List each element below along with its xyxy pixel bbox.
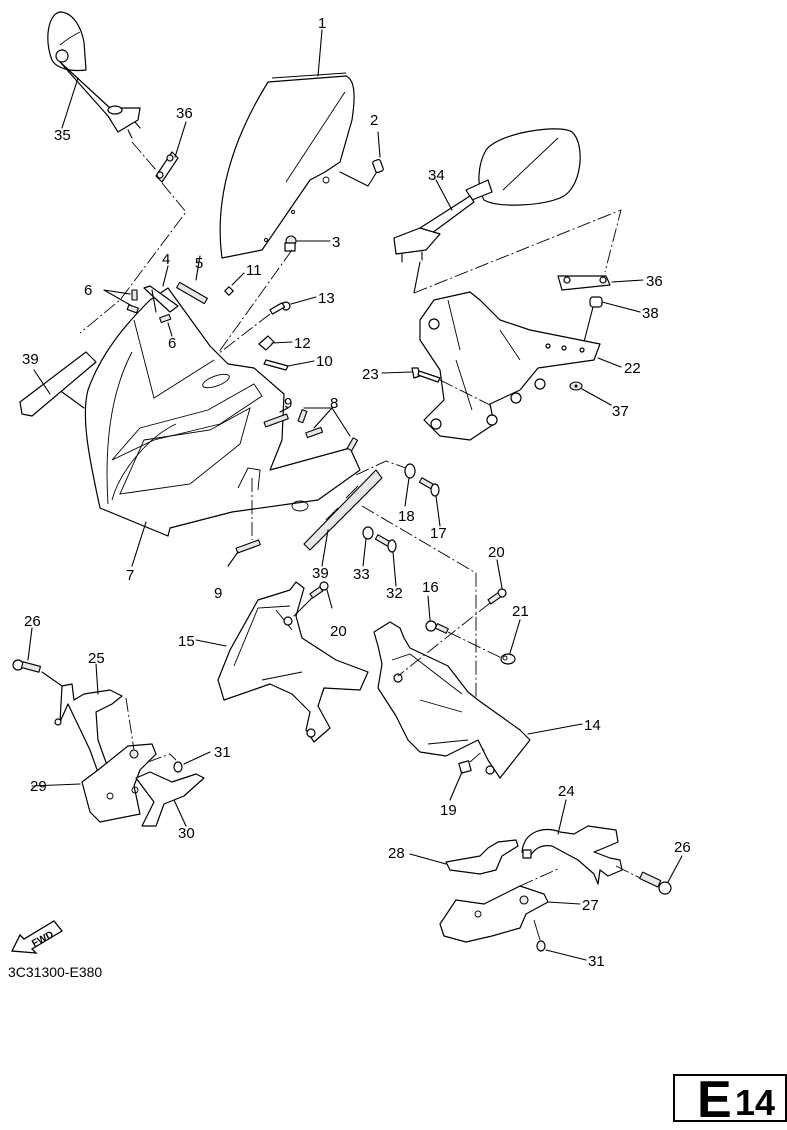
page-label-letter: E [697, 1071, 732, 1129]
callout-36b: 36 [646, 273, 663, 290]
callout-20b: 20 [488, 544, 505, 561]
part-damper-5[interactable] [176, 281, 208, 305]
callout-28: 28 [388, 845, 405, 862]
callout-24: 24 [558, 783, 575, 800]
part-bolt-26a[interactable] [12, 659, 42, 673]
part-washer-33[interactable] [362, 526, 374, 540]
part-rivet-31b[interactable] [536, 940, 546, 952]
part-damper-38[interactable] [589, 296, 603, 308]
callout-22: 22 [624, 360, 641, 377]
part-side-cowling-left[interactable] [217, 581, 369, 743]
callout-31a: 31 [214, 744, 231, 761]
part-mirror-right[interactable] [393, 128, 581, 263]
callout-6a: 6 [84, 282, 92, 299]
callout-11: 11 [246, 262, 262, 279]
part-bolt-26b[interactable] [639, 871, 672, 895]
part-screw-16[interactable] [425, 620, 449, 634]
part-bracket-4[interactable] [143, 285, 179, 313]
part-bolt-23[interactable] [411, 367, 441, 383]
part-damper-9b[interactable] [235, 539, 261, 554]
part-front-cowling[interactable] [84, 287, 361, 537]
callout-21: 21 [512, 603, 529, 620]
callout-26b: 26 [674, 839, 691, 856]
callout-34: 34 [428, 167, 445, 184]
callout-6b: 6 [168, 335, 176, 352]
callout-33: 33 [353, 566, 370, 583]
part-windshield[interactable] [219, 72, 355, 259]
callout-7: 7 [126, 567, 134, 584]
callout-32: 32 [386, 585, 403, 602]
callout-26a: 26 [24, 613, 41, 630]
callout-20a: 20 [330, 623, 347, 640]
callout-31b: 31 [588, 953, 605, 970]
part-dampers-8[interactable] [297, 409, 359, 452]
fwd-arrow-icon: FWD [10, 920, 63, 954]
part-side-cowling-right[interactable] [373, 621, 531, 779]
callout-27: 27 [582, 897, 599, 914]
callout-13: 13 [318, 290, 335, 307]
part-damper-10[interactable] [263, 359, 289, 371]
part-washer-18[interactable] [404, 463, 416, 479]
callout-2: 2 [370, 112, 378, 129]
part-bracket-25[interactable] [54, 683, 123, 779]
callout-35: 35 [54, 127, 71, 144]
callout-23: 23 [362, 366, 379, 383]
callout-39a: 39 [22, 351, 39, 368]
callout-37: 37 [612, 403, 629, 420]
callout-12: 12 [294, 335, 311, 352]
part-graphic-39-center[interactable] [303, 469, 383, 551]
callout-16: 16 [422, 579, 439, 596]
callout-labels: 1 2 3 4 5 6 6 7 8 9 9 10 11 12 13 14 15 … [22, 15, 691, 970]
part-nut-19[interactable] [458, 760, 472, 774]
part-mirror-left[interactable] [47, 11, 141, 139]
callout-14: 14 [584, 717, 601, 734]
parts-diagram: 1 2 3 4 5 6 6 7 8 9 9 10 11 12 13 14 15 … [12, 11, 691, 970]
part-damper-11[interactable] [224, 286, 234, 296]
callout-38: 38 [642, 305, 659, 322]
callout-4: 4 [162, 251, 170, 268]
part-cowling-stay[interactable] [419, 291, 601, 441]
callout-8: 8 [330, 395, 338, 412]
callout-5: 5 [195, 255, 203, 272]
part-nut-37[interactable] [569, 381, 583, 391]
callout-29: 29 [30, 778, 47, 795]
part-bracket-24[interactable] [521, 825, 623, 885]
part-damper-6[interactable] [126, 289, 172, 324]
callout-18: 18 [398, 508, 415, 525]
part-panel-30[interactable] [135, 771, 205, 827]
part-collar-21[interactable] [500, 653, 516, 665]
callout-30: 30 [178, 825, 195, 842]
part-rivet-31a[interactable] [173, 761, 183, 773]
part-screw-13[interactable] [269, 301, 291, 315]
part-inner-panel-27[interactable] [439, 885, 549, 943]
part-inner-panel-29[interactable] [81, 743, 157, 823]
callout-39b: 39 [312, 565, 329, 582]
part-screw-17[interactable] [418, 477, 440, 497]
callout-15: 15 [178, 633, 195, 650]
callout-1: 1 [318, 15, 326, 32]
part-bolt-20b[interactable] [487, 588, 507, 605]
part-grommet-3[interactable] [284, 235, 297, 252]
callout-17: 17 [430, 525, 447, 542]
callout-9b: 9 [214, 585, 222, 602]
page-label-box: E 14 [673, 1071, 787, 1129]
part-damper-9a[interactable] [263, 413, 289, 428]
part-screw-32[interactable] [374, 534, 397, 553]
callout-36a: 36 [176, 105, 193, 122]
drawing-code: 3C31300-E380 [8, 964, 103, 980]
part-bolt-20a[interactable] [309, 581, 329, 599]
page-label-number: 14 [735, 1082, 776, 1123]
part-screw-2[interactable] [372, 158, 384, 174]
part-mirror-plate-right[interactable] [557, 275, 611, 291]
callout-10: 10 [316, 353, 333, 370]
part-graphic-39-left[interactable] [19, 351, 97, 417]
part-panel-28[interactable] [445, 839, 519, 875]
callout-19: 19 [440, 802, 457, 819]
callout-25: 25 [88, 650, 105, 667]
part-mirror-plate-left[interactable] [155, 151, 179, 183]
callout-3: 3 [332, 234, 340, 251]
part-nut-12[interactable] [258, 335, 275, 351]
callout-9a: 9 [284, 395, 292, 412]
